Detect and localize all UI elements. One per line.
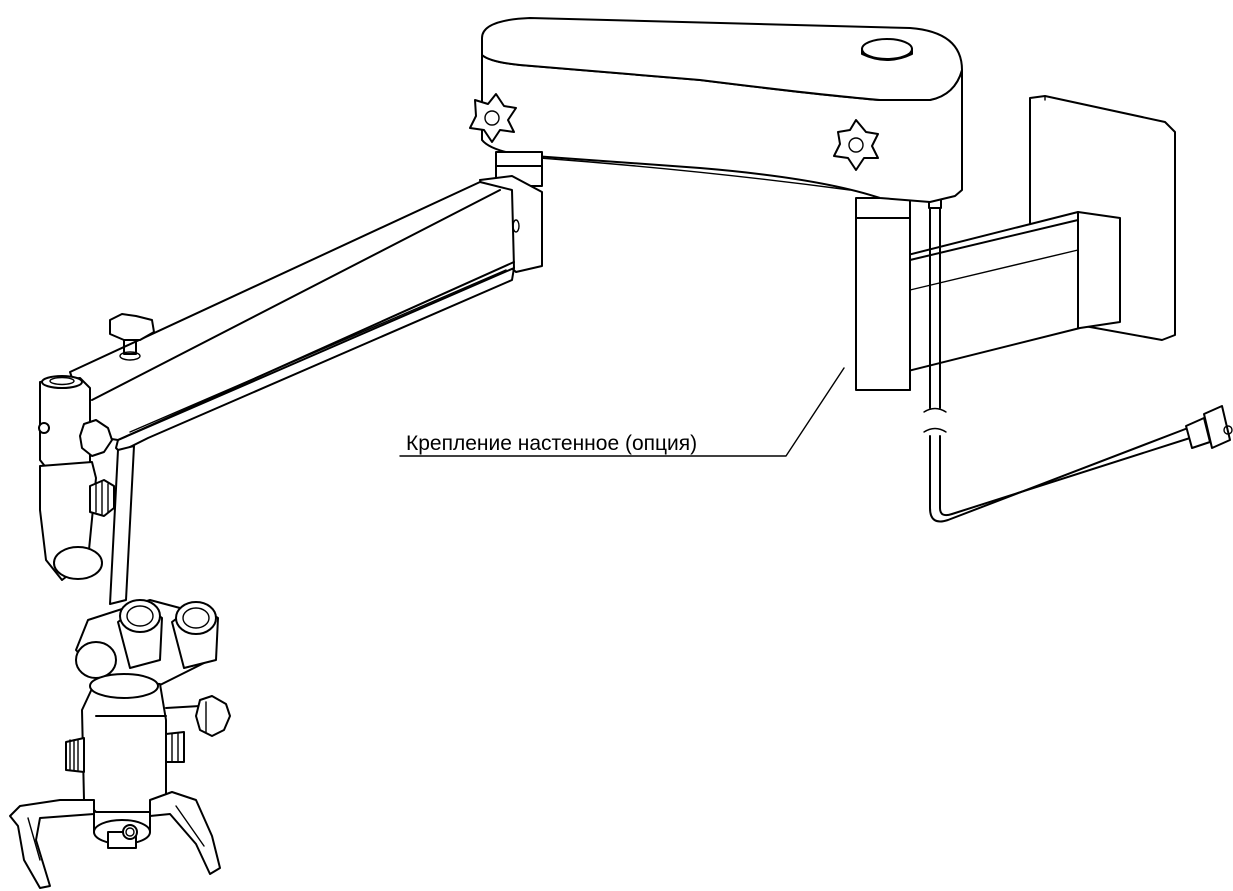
eyepiece-right-icon (171, 601, 219, 669)
star-knob-left[interactable] (469, 93, 517, 143)
eyepiece-left-icon (117, 599, 163, 669)
arm-lock-knob[interactable] (109, 313, 155, 361)
star-knob-right[interactable] (833, 119, 879, 171)
binocular-head (75, 599, 219, 691)
microscope-bracket (38, 375, 135, 605)
callout-label: Крепление настенное (опция) (406, 432, 697, 455)
tension-knob-lower[interactable] (89, 479, 115, 517)
vertical-post (855, 197, 911, 391)
callout: Крепление настенное (опция) (399, 367, 845, 457)
swing-arm (69, 181, 515, 453)
wall-bracket-arm (879, 211, 1121, 379)
handle-right[interactable] (149, 791, 221, 875)
microscope-body (81, 673, 167, 849)
callout-leader-line (399, 367, 845, 457)
focus-knob-right[interactable] (165, 731, 185, 763)
focus-knob-left[interactable] (65, 737, 85, 773)
side-lock-knob[interactable] (165, 695, 231, 737)
tension-knob-left[interactable] (79, 419, 113, 457)
cable (923, 197, 1233, 523)
handle-left[interactable] (9, 799, 95, 889)
upper-arm-housing (481, 17, 963, 203)
